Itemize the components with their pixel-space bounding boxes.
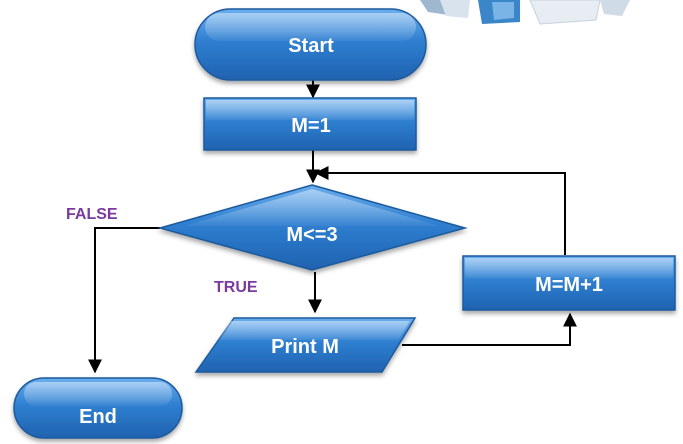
- init-label: M=1: [291, 115, 330, 137]
- end-label: End: [79, 406, 117, 428]
- init-node: [203, 97, 417, 151]
- start-node: [194, 8, 427, 81]
- print-node: [194, 317, 417, 373]
- increment-label: M=M+1: [535, 274, 603, 296]
- false-branch-label: FALSE: [66, 206, 118, 223]
- end-node: [13, 377, 183, 439]
- print-label: Print M: [271, 336, 339, 358]
- computer-workstation-illustration: [420, 0, 630, 25]
- increment-node: [462, 255, 676, 311]
- condition-label: M<=3: [286, 224, 337, 246]
- connector-print-to-increment: [402, 312, 577, 346]
- start-label: Start: [288, 35, 334, 57]
- condition-node: [157, 184, 468, 271]
- true-branch-label: TRUE: [214, 279, 258, 296]
- connector-false-to-end: [88, 227, 160, 374]
- connector-increment-loop: [314, 166, 566, 255]
- connectors: [88, 80, 577, 374]
